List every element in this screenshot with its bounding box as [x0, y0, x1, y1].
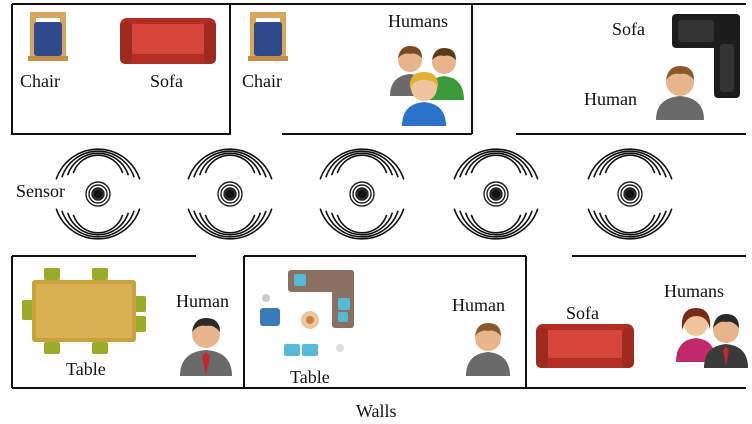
chair-icon: [28, 12, 68, 61]
humans-icon: [390, 46, 464, 126]
signal-arc: [55, 208, 141, 240]
signal-arc: [593, 150, 667, 178]
signal-arc: [464, 152, 528, 176]
table-icon: [22, 268, 146, 354]
signal-arc: [470, 214, 522, 234]
human-label: Human: [452, 295, 505, 315]
sofa-icon: [120, 18, 216, 64]
walls-label: Walls: [356, 401, 397, 421]
sensor-label: Sensor: [16, 181, 65, 201]
signal-arc: [66, 152, 130, 176]
signal-arc: [470, 154, 522, 174]
signal-arc: [61, 150, 135, 178]
human-label: Human: [176, 291, 229, 311]
signal-arc: [204, 214, 256, 234]
signal-arc: [336, 214, 388, 234]
signal-arc: [325, 150, 399, 178]
chair-icon: [248, 12, 288, 61]
human-icon: [466, 323, 510, 376]
signal-arc: [453, 208, 539, 240]
signal-arc: [187, 148, 273, 180]
signal-arc: [587, 148, 673, 180]
signal-arc: [459, 150, 533, 178]
signal-arc: [204, 154, 256, 174]
signal-arc: [61, 210, 135, 238]
signal-arc: [587, 208, 673, 240]
signal-arc: [464, 212, 528, 236]
signal-arc: [193, 150, 267, 178]
living-room-icon: [260, 270, 354, 356]
sofa-label: Sofa: [566, 303, 599, 323]
signal-arc: [336, 154, 388, 174]
sensor-icon: [319, 148, 405, 240]
sensor-icon: [187, 148, 273, 240]
signal-arc: [459, 210, 533, 238]
sensor-icon: [587, 148, 673, 240]
signal-arc: [193, 210, 267, 238]
signal-arc: [72, 214, 124, 234]
humans-icon: [676, 308, 748, 368]
signal-arc: [198, 152, 262, 176]
signal-arc: [319, 148, 405, 180]
signal-arc: [325, 210, 399, 238]
signal-arc: [593, 210, 667, 238]
signal-arc: [453, 148, 539, 180]
sensor-icon: [453, 148, 539, 240]
chair-label: Chair: [242, 71, 282, 91]
sofa-label: Sofa: [150, 71, 183, 91]
signal-arc: [187, 208, 273, 240]
chair-label: Chair: [20, 71, 60, 91]
signal-arc: [330, 212, 394, 236]
signal-arc: [198, 212, 262, 236]
signal-arc: [598, 152, 662, 176]
table-label: Table: [290, 367, 330, 387]
signal-arc: [598, 212, 662, 236]
human-label: Human: [584, 89, 637, 109]
human-icon: [656, 66, 704, 120]
table-label: Table: [66, 359, 106, 379]
human-icon: [180, 318, 232, 376]
signal-arc: [330, 152, 394, 176]
humans-label: Humans: [664, 281, 724, 301]
signal-arc: [72, 154, 124, 174]
sensor-icon: [55, 148, 141, 240]
signal-arc: [604, 214, 656, 234]
walls: [11, 3, 746, 389]
humans-label: Humans: [388, 11, 448, 31]
sensor-layer: [55, 148, 673, 240]
signal-arc: [66, 212, 130, 236]
signal-arc: [55, 148, 141, 180]
signal-arc: [319, 208, 405, 240]
sofa-label: Sofa: [612, 19, 645, 39]
sofa-icon: [536, 324, 634, 368]
sectional-sofa-icon: [672, 14, 740, 98]
signal-arc: [604, 154, 656, 174]
